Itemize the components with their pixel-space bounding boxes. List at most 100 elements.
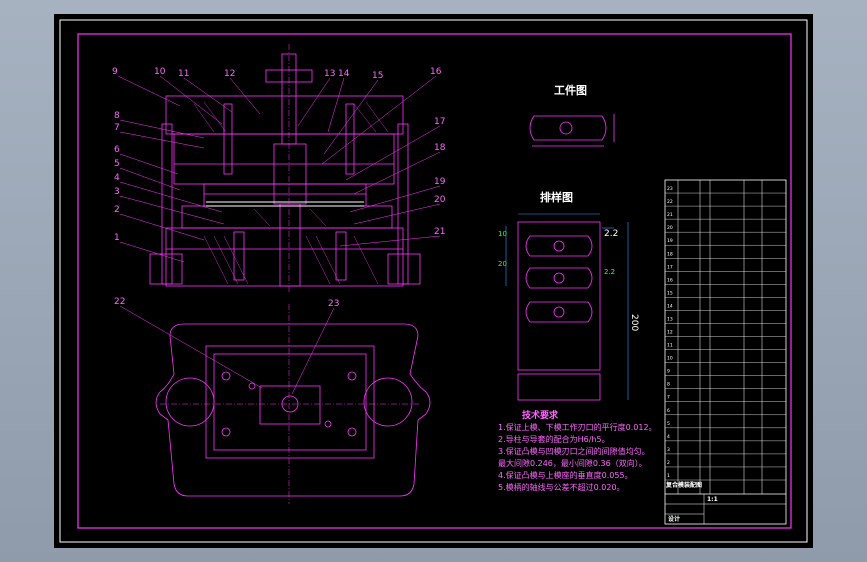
title-block-scale: 1:1 xyxy=(707,496,718,503)
dim-small-a: 10 xyxy=(498,230,507,238)
part-number-label: 1 xyxy=(114,233,120,243)
part-number-label: 6 xyxy=(114,145,120,155)
part-number-label: 18 xyxy=(434,143,446,153)
leader-line xyxy=(119,181,223,213)
centerlines xyxy=(160,44,420,504)
part-number-label: 13 xyxy=(324,69,335,79)
tech-note-2: 2.导柱与导套的配合为H6/h5。 xyxy=(498,434,610,444)
dim-width: 200 xyxy=(629,314,639,331)
part-number-label: 2 xyxy=(114,205,120,215)
leader-line xyxy=(297,77,331,127)
outer-frame xyxy=(59,19,808,543)
tech-note-5: 4.保证凸模与上模座的垂直度0.055。 xyxy=(498,470,633,480)
part-number-label: 10 xyxy=(154,67,166,77)
bom-row-number: 13 xyxy=(667,316,673,322)
bom-row-number: 2 xyxy=(667,460,670,466)
leader-line xyxy=(119,305,263,389)
plan-view xyxy=(155,323,431,497)
leader-line xyxy=(119,213,205,241)
layout-dimensions xyxy=(505,213,629,400)
title-block-header: 复合模装配图 xyxy=(665,481,702,489)
bom-row-number: 4 xyxy=(667,434,670,440)
workpiece-view xyxy=(529,114,615,147)
part-strip-highlight xyxy=(206,201,364,207)
bom-row-number: 18 xyxy=(667,251,673,257)
part-number-label: 17 xyxy=(434,117,445,127)
part-number-label: 22 xyxy=(114,297,125,307)
bom-row-number: 16 xyxy=(667,277,673,283)
part-number-label: 23 xyxy=(328,299,339,309)
part-number-label: 5 xyxy=(114,159,120,169)
layout-title: 排样图 xyxy=(540,190,573,204)
tech-notes-title: 技术要求 xyxy=(522,409,559,421)
bom-row-number: 9 xyxy=(667,369,670,375)
tech-note-3: 3.保证凸模与凹模刃口之间的间隙值均匀。 xyxy=(498,446,650,456)
bom-row-number: 17 xyxy=(667,264,673,270)
part-number-label: 20 xyxy=(434,195,446,205)
part-number-label: 19 xyxy=(434,177,446,187)
leader-line xyxy=(345,125,441,181)
leader-line xyxy=(291,307,335,395)
leader-line xyxy=(119,131,205,149)
leader-line xyxy=(349,185,441,213)
strip-layout-view xyxy=(517,221,601,401)
bom-row-number: 3 xyxy=(667,447,670,453)
part-number-label: 16 xyxy=(430,67,442,77)
part-number-label: 7 xyxy=(114,123,120,133)
bom-row-number: 20 xyxy=(667,225,673,231)
leader-line xyxy=(339,235,441,247)
bom-row-number: 5 xyxy=(667,421,670,427)
tech-note-6: 5.模柄的轴线与公差不超过0.020。 xyxy=(498,482,625,492)
title-block-designer: 设计 xyxy=(668,515,680,523)
tech-note-4: 最大间隙0.246，最小间隙0.36（双向）。 xyxy=(498,458,647,468)
part-number-label: 11 xyxy=(178,69,189,79)
dim-side: 2.2 xyxy=(604,268,615,276)
leader-line xyxy=(119,119,205,139)
leader-line xyxy=(119,195,225,225)
bom-row-number: 19 xyxy=(667,238,673,244)
dim-small-b: 20 xyxy=(498,260,507,268)
hatch-areas xyxy=(193,101,389,285)
bom-row-number: 10 xyxy=(667,356,673,362)
bom-row-number: 12 xyxy=(667,330,673,336)
leader-line xyxy=(321,75,437,165)
leader-line xyxy=(323,79,379,155)
leader-line xyxy=(353,203,441,225)
leader-line xyxy=(229,77,261,115)
bom-row-number: 23 xyxy=(667,186,673,192)
part-number-label: 4 xyxy=(114,173,120,183)
bom-row-number: 21 xyxy=(667,212,673,218)
tech-note-1: 1.保证上模、下模工作刃口的平行度0.012。 xyxy=(498,422,657,432)
part-number-label: 8 xyxy=(114,111,120,121)
part-number-label: 12 xyxy=(224,69,235,79)
bom-row-number: 15 xyxy=(667,290,673,296)
workpiece-title: 工件图 xyxy=(554,83,587,97)
tech-notes: 技术要求 1.保证上模、下模工作刃口的平行度0.012。 2.导柱与导套的配合为… xyxy=(498,409,657,492)
leader-line xyxy=(353,151,441,195)
bom-row-number: 1 xyxy=(667,473,670,479)
bom-row-number: 6 xyxy=(667,408,670,414)
part-number-label: 15 xyxy=(372,71,383,81)
bom-row-number: 8 xyxy=(667,382,670,388)
dim-pitch: 2.2 xyxy=(604,229,618,239)
inner-frame xyxy=(77,33,792,529)
bom-row-number: 14 xyxy=(667,303,673,309)
leader-line xyxy=(327,77,345,133)
leader-line xyxy=(159,75,223,125)
leader-line xyxy=(119,167,181,191)
leader-line xyxy=(119,241,185,263)
front-section-view xyxy=(149,53,421,287)
part-number-label: 21 xyxy=(434,227,445,237)
bom-row-number: 11 xyxy=(667,343,673,349)
bom-row-number: 7 xyxy=(667,395,670,401)
part-number-label: 14 xyxy=(338,69,350,79)
leader-line xyxy=(183,77,233,113)
part-number-label: 3 xyxy=(114,187,120,197)
leader-line xyxy=(117,75,181,107)
